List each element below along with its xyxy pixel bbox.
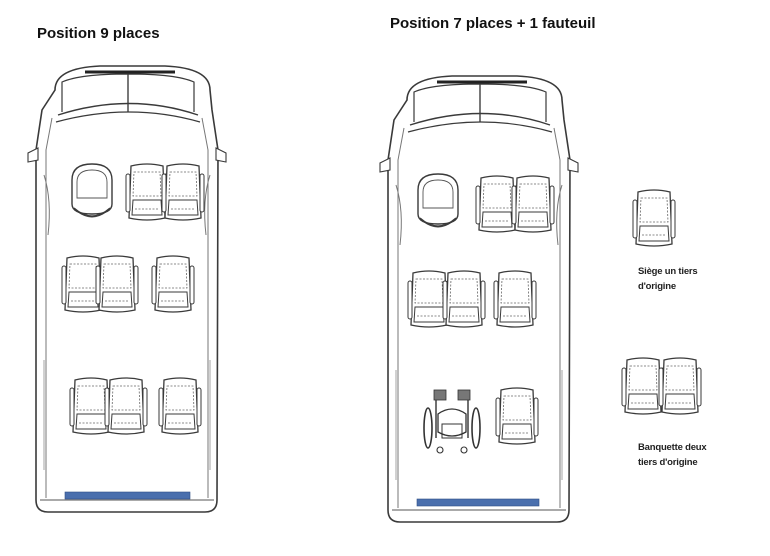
seat: [95, 255, 139, 313]
access-step: [64, 491, 191, 500]
caption-double-seat: Banquette deux tiers d'origine: [638, 442, 707, 468]
legend-double-seat-right: [658, 357, 702, 415]
seat: [104, 377, 148, 435]
title-right: Position 7 places + 1 fauteuil: [390, 15, 596, 32]
wheelchair-icon: [423, 389, 481, 454]
seat: [161, 163, 205, 221]
driver-seat: [417, 173, 459, 228]
seat: [493, 270, 537, 328]
title-left: Position 9 places: [37, 25, 160, 42]
caption-single-seat: Siège un tiers d'origine: [638, 266, 698, 292]
seat: [151, 255, 195, 313]
legend-double-seat-left: [621, 357, 665, 415]
legend-single-seat: [632, 189, 676, 247]
driver-seat: [71, 163, 113, 218]
seat: [158, 377, 202, 435]
access-step: [416, 498, 540, 507]
seat: [511, 175, 555, 233]
van-7-places-wheelchair: [378, 74, 580, 524]
seat: [442, 270, 486, 328]
van-9-places: [26, 64, 228, 514]
seat: [495, 387, 539, 445]
